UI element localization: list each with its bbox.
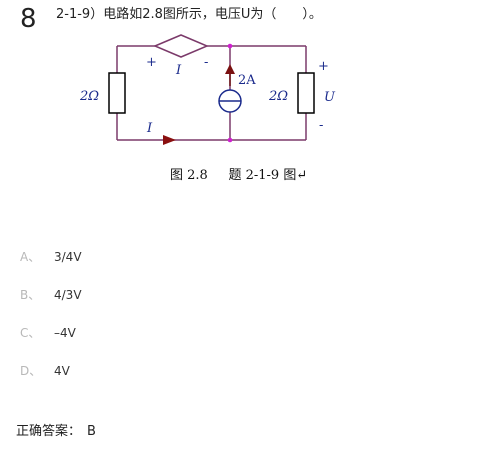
option-value: –4V <box>54 326 76 340</box>
answer-value: B <box>87 424 96 439</box>
option-letter: C、 <box>20 326 41 340</box>
right-resistor <box>297 72 315 114</box>
answer-label: 正确答案： <box>16 424 82 439</box>
source-arrow-icon <box>225 64 235 86</box>
figure-caption: 图 2.8 题 2-1-9 图↵ <box>170 168 307 183</box>
source-label: 2A <box>238 73 256 88</box>
circuit-nodes <box>227 43 233 143</box>
correct-answer: 正确答案： B <box>16 420 96 439</box>
controlled-plus-sign: + <box>146 55 157 70</box>
current-label: I <box>146 121 153 136</box>
option-b[interactable]: B、 4/3V <box>20 287 82 303</box>
current-arrow-icon <box>163 135 176 145</box>
option-value: 3/4V <box>54 250 82 264</box>
option-letter: D、 <box>20 364 42 378</box>
voltage-label: U <box>324 90 336 105</box>
option-letter: B、 <box>20 288 41 302</box>
controlled-source-label: I <box>175 63 182 78</box>
question-text: 2-1-9）电路如2.8图所示，电压U为（ ）。 <box>56 7 322 22</box>
current-source <box>218 89 242 113</box>
option-c[interactable]: C、 –4V <box>20 325 76 341</box>
voltage-minus-sign: - <box>319 118 323 133</box>
circuit-diagram: 2Ω 2Ω I I U 2A + - + - 图 2.8 题 2-1-9 图↵ <box>79 34 336 183</box>
option-d[interactable]: D、 4V <box>20 363 70 379</box>
controlled-source-diamond <box>153 34 209 58</box>
option-value: 4V <box>54 364 70 378</box>
option-value: 4/3V <box>54 288 82 302</box>
right-resistor-label: 2Ω <box>268 89 288 104</box>
voltage-plus-sign: + <box>318 59 329 74</box>
option-letter: A、 <box>20 250 41 264</box>
option-a[interactable]: A、 3/4V <box>20 249 82 265</box>
left-resistor-label: 2Ω <box>79 89 99 104</box>
controlled-minus-sign: - <box>204 55 208 70</box>
question-number: 8 <box>20 4 37 34</box>
left-resistor <box>108 72 126 114</box>
